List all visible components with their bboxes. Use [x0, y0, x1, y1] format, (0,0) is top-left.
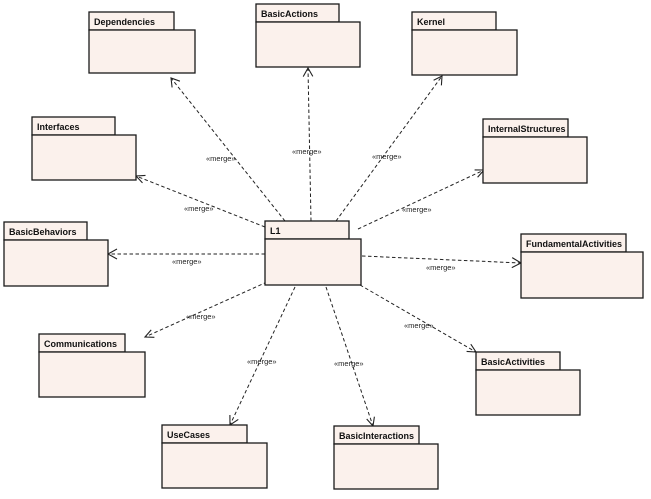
package-l1[interactable]: L1 [264, 220, 362, 286]
package-fundamentalactivities[interactable]: FundamentalActivities [520, 233, 644, 299]
package-body [38, 351, 146, 398]
package-body [264, 238, 362, 286]
package-body [255, 21, 361, 68]
open-arrow-icon [134, 174, 146, 184]
dependency-line [144, 281, 268, 338]
dependency-line [170, 77, 286, 222]
package-name: Interfaces [37, 122, 80, 132]
dependency-edges: «merge» «merge» «merge» «merge» «merge» [106, 66, 523, 428]
package-body [333, 443, 439, 490]
package-name: Dependencies [94, 17, 155, 27]
dependency-to-usecases[interactable]: «merge» [229, 286, 296, 427]
dependency-line [335, 75, 443, 222]
package-basicactivities[interactable]: BasicActivities [475, 351, 581, 416]
package-basicinteractions[interactable]: BasicInteractions [333, 425, 439, 490]
package-name: Communications [44, 339, 117, 349]
package-body [3, 239, 109, 287]
dependency-line [357, 169, 485, 230]
package-name: BasicInteractions [339, 431, 414, 441]
dependency-to-basicactions[interactable]: «merge» [292, 66, 322, 222]
package-name: L1 [270, 226, 281, 236]
merge-stereotype: «merge» [372, 152, 402, 161]
merge-stereotype: «merge» [206, 154, 236, 163]
dependency-line [307, 67, 312, 222]
merge-stereotype: «merge» [184, 204, 214, 213]
dependency-line [361, 255, 522, 264]
merge-stereotype: «merge» [186, 312, 216, 321]
open-arrow-icon [466, 343, 478, 353]
package-name: FundamentalActivities [526, 239, 622, 249]
merge-stereotype: «merge» [292, 147, 322, 156]
dependency-to-internalstructures[interactable]: «merge» [357, 169, 486, 230]
package-name: Kernel [417, 17, 445, 27]
dependency-to-communications[interactable]: «merge» [143, 281, 268, 338]
package-body [31, 134, 137, 181]
dependency-line [229, 286, 296, 426]
merge-stereotype: «merge» [334, 359, 364, 368]
package-body [475, 369, 581, 416]
package-communications[interactable]: Communications [38, 333, 146, 398]
dependency-line [325, 286, 374, 427]
dependency-to-kernel[interactable]: «merge» [335, 75, 443, 222]
package-usecases[interactable]: UseCases [161, 424, 268, 489]
open-arrow-icon [143, 329, 155, 338]
package-kernel[interactable]: Kernel [411, 11, 518, 76]
merge-stereotype: «merge» [172, 257, 202, 266]
package-internalstructures[interactable]: InternalStructures [482, 118, 588, 184]
package-name: BasicActivities [481, 357, 545, 367]
dependency-to-fundamentalactivities[interactable]: «merge» [361, 255, 523, 272]
open-arrow-icon [302, 66, 314, 77]
package-dependencies[interactable]: Dependencies [88, 11, 196, 74]
merge-stereotype: «merge» [247, 357, 277, 366]
package-body [161, 442, 268, 489]
dependency-to-basicbehaviors[interactable]: «merge» [106, 248, 265, 266]
dependency-line [359, 284, 477, 353]
package-body [482, 136, 588, 184]
merge-stereotype: «merge» [426, 263, 456, 272]
dependency-line [135, 175, 266, 228]
dependency-to-interfaces[interactable]: «merge» [134, 174, 266, 228]
package-basicactions[interactable]: BasicActions [255, 3, 361, 68]
package-name: BasicBehaviors [9, 227, 77, 237]
package-body [88, 29, 196, 74]
package-name: InternalStructures [488, 124, 566, 134]
package-name: UseCases [167, 430, 210, 440]
dependency-to-basicinteractions[interactable]: «merge» [325, 286, 375, 428]
package-name: BasicActions [261, 9, 318, 19]
merge-stereotype: «merge» [404, 321, 434, 330]
package-basicbehaviors[interactable]: BasicBehaviors [3, 221, 109, 287]
open-arrow-icon [170, 77, 181, 88]
package-body [411, 29, 518, 76]
package-interfaces[interactable]: Interfaces [31, 116, 137, 181]
merge-stereotype: «merge» [402, 205, 432, 214]
open-arrow-icon [433, 75, 443, 86]
dependency-to-basicactivities[interactable]: «merge» [359, 284, 478, 353]
dependency-to-dependencies[interactable]: «merge» [170, 77, 286, 222]
package-body [520, 251, 644, 299]
